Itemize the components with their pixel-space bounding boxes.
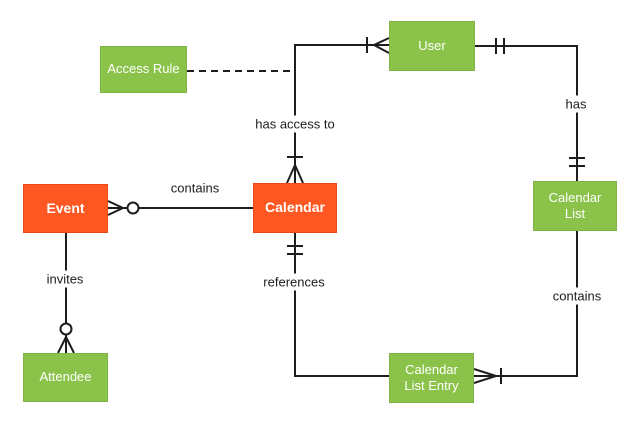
relationship-label-contains-calendar-list: contains xyxy=(548,287,606,305)
entity-calendar-label: Calendar xyxy=(265,199,325,216)
entity-calendar-list-entry[interactable]: Calendar List Entry xyxy=(389,353,474,403)
connector-invites-event-attendee xyxy=(57,233,75,354)
many-marker xyxy=(473,368,497,384)
connector-references-calendar-entry xyxy=(287,233,389,377)
entity-calendar-list-entry-label: Calendar List Entry xyxy=(404,361,459,393)
entity-access-rule-label: Access Rule xyxy=(107,61,180,77)
connector-contains-calendar-list-entry xyxy=(473,231,578,384)
zero-marker xyxy=(126,201,140,215)
connector-contains-event-calendar xyxy=(107,200,253,216)
connector-has-access-to-calendar-user xyxy=(286,37,390,184)
entity-attendee-label: Attendee xyxy=(39,369,92,385)
relationship-label-references: references xyxy=(259,273,329,291)
entity-event-label: Event xyxy=(46,199,85,216)
relationship-label-has-access-to: has access to xyxy=(251,115,339,133)
one-and-only-one-marker xyxy=(495,38,505,54)
connector-has-user-calendar-list xyxy=(475,38,585,181)
entity-calendar-list[interactable]: Calendar List xyxy=(533,181,617,231)
zero-marker xyxy=(59,322,73,336)
entity-user[interactable]: User xyxy=(389,21,475,71)
many-marker xyxy=(107,200,124,216)
many-marker xyxy=(373,37,390,54)
relationship-label-has: has xyxy=(561,95,591,113)
entity-access-rule[interactable]: Access Rule xyxy=(100,46,187,93)
entity-user-label: User xyxy=(418,37,446,53)
relationship-label-invites: invites xyxy=(42,270,88,288)
many-marker xyxy=(286,164,304,184)
relationship-label-contains-event-calendar: contains xyxy=(166,179,224,197)
one-and-only-one-marker xyxy=(569,157,585,167)
entity-event[interactable]: Event xyxy=(23,184,108,233)
one-and-only-one-marker xyxy=(287,245,303,255)
entity-calendar[interactable]: Calendar xyxy=(253,183,337,233)
entity-attendee[interactable]: Attendee xyxy=(23,353,108,402)
many-marker xyxy=(57,336,75,354)
entity-calendar-list-label: Calendar List xyxy=(548,189,602,221)
